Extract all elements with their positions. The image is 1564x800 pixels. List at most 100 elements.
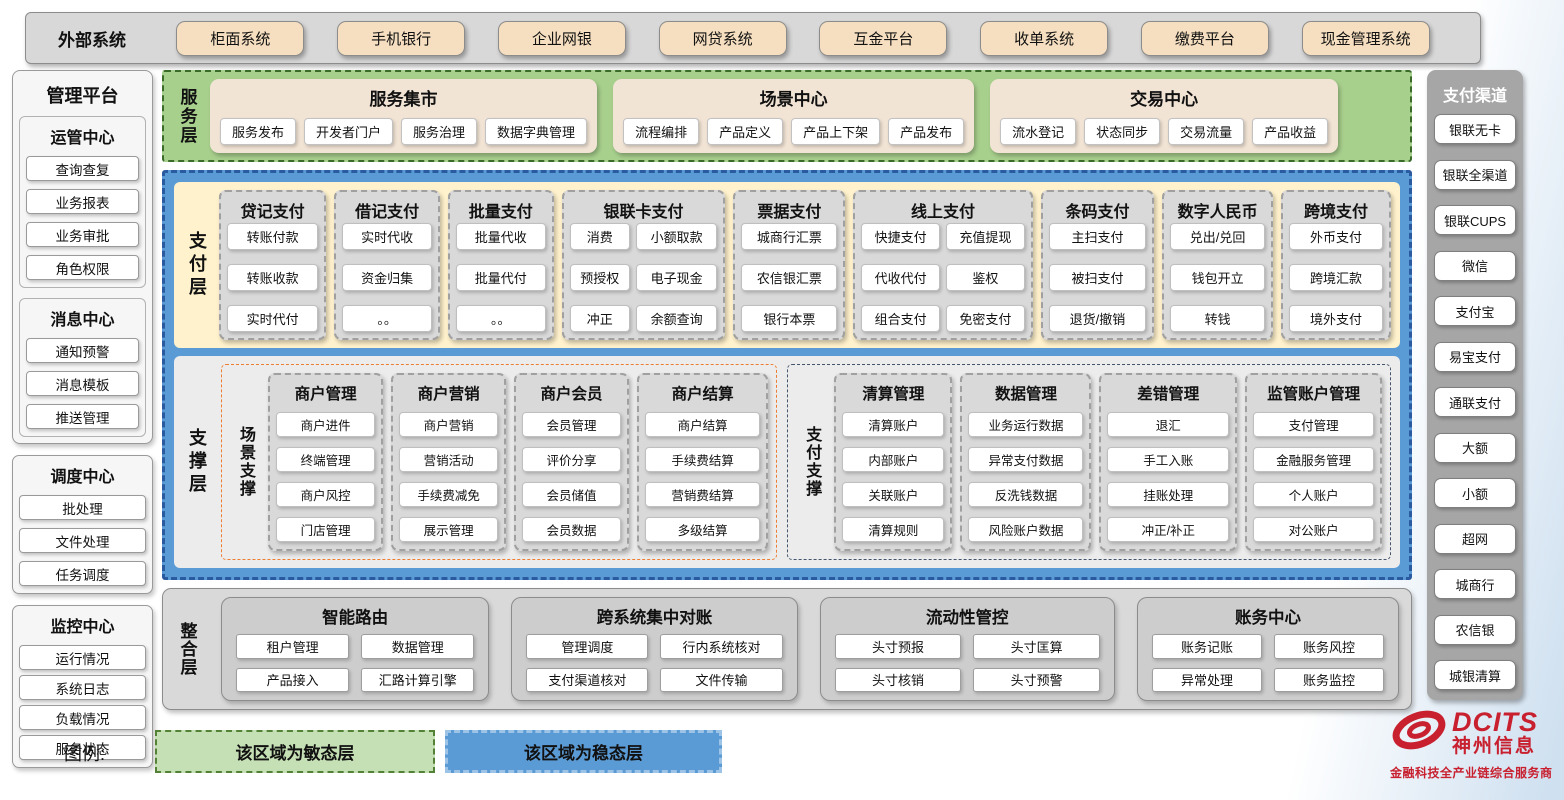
support-item: 商户风控 [276,482,376,507]
management-item: 业务审批 [26,222,139,247]
integration-item: 头寸核销 [834,667,962,692]
support-layer: 支撑层 场景支撑 商户管理 商户进件终端管理商户风控门店管理 商户营销 商户营销… [174,356,1400,568]
integration-layer: 整合层 智能路由 租户管理数据管理产品接入汇路计算引擎 跨系统集中对账 管理调度… [162,588,1412,710]
external-system-button: 收单系统 [980,20,1109,56]
main-area: 服务层 服务集市 服务发布开发者门户服务治理数据字典管理 场景中心 流程编排产品… [162,70,1412,710]
payment-item: 预授权 [569,264,630,291]
payment-item: 外币支付 [1289,223,1383,250]
payment-column-title: 跨境支付 [1303,204,1368,221]
payment-item: 。。 [455,305,546,332]
integration-item: 头寸预警 [973,667,1100,692]
payment-item: 消费 [569,223,630,250]
external-systems-items: 柜面系统手机银行企业网银网贷系统互金平台收单系统缴费平台现金管理系统 [126,20,1480,56]
payment-channel-button: 银联CUPS [1434,205,1516,235]
payment-channel-button: 易宝支付 [1434,341,1516,372]
external-systems-title: 外部系统 [58,30,126,50]
payment-item: 充值提现 [945,223,1025,250]
support-column-clearing: 清算管理 清算账户内部账户关联账户清算规则 [834,373,953,551]
support-group-label: 场景支撑 [237,426,254,498]
service-group-title: 交易中心 [1130,90,1199,109]
payment-column-title: 贷记支付 [240,204,305,221]
payment-item: 转账付款 [227,223,319,250]
support-item: 关联账户 [842,482,945,507]
dcits-swirl-icon [1390,704,1448,761]
service-item: 状态同步 [1084,118,1161,145]
management-item: 任务调度 [19,561,146,586]
payment-item: 城商行汇票 [741,223,838,250]
management-item: 运行情况 [19,645,146,670]
payment-column-title: 票据支付 [757,204,822,221]
integration-group-title: 账务中心 [1234,609,1301,627]
service-item: 服务治理 [401,118,478,145]
payment-channel-button: 小额 [1434,478,1516,508]
service-group-title: 场景中心 [759,90,828,109]
management-item: 文件处理 [19,528,146,553]
payment-column-crossborder: 跨境支付 外币支付跨境汇款境外支付 [1281,190,1391,340]
service-group-trade: 交易中心 流水登记状态同步交易流量产品收益 [990,79,1339,153]
support-column-merchant-settle: 商户结算 商户结算手续费结算营销费结算多级结算 [637,373,769,551]
management-platform-title: 管理平台 [46,86,119,106]
payment-column-online: 线上支付 快捷支付代收代付组合支付 充值提现鉴权免密支付 [853,190,1033,340]
payment-column-title: 借记支付 [355,204,420,221]
support-item: 终端管理 [276,447,376,472]
payment-layer: 支付层 贷记支付 转账付款转账收款实时代付 借记支付 实时代收资金归集。。 批量… [174,182,1400,348]
integration-group-reconciliation: 跨系统集中对账 管理调度行内系统核对支付渠道核对文件传输 [511,597,798,701]
payment-channel-button: 银联无卡 [1434,114,1516,144]
support-item: 会员储值 [521,482,622,507]
payment-item: 资金归集 [342,264,432,291]
service-group-market: 服务集市 服务发布开发者门户服务治理数据字典管理 [210,79,598,153]
payment-channels-title: 支付渠道 [1442,88,1507,105]
payment-channel-button: 微信 [1434,250,1516,281]
management-platform: 管理平台 运管中心 查询查复业务报表业务审批角色权限 消息中心 通知预警消息模板… [12,70,153,768]
external-system-button: 互金平台 [819,20,948,56]
management-item: 批处理 [19,495,146,520]
support-item: 展示管理 [399,517,498,542]
support-item: 营销活动 [399,447,498,472]
payment-column-title: 条码支付 [1065,204,1130,221]
service-layer: 服务层 服务集市 服务发布开发者门户服务治理数据字典管理 场景中心 流程编排产品… [162,70,1412,162]
management-item: 业务报表 [26,189,139,214]
support-item: 门店管理 [276,517,376,542]
payment-column-barcode: 条码支付 主扫支付被扫支付退货/撤销 [1040,190,1155,340]
support-column-title: 差错管理 [1137,386,1200,403]
payment-item: 电子现金 [635,264,718,291]
service-item: 开发者门户 [304,118,394,145]
payment-item: 实时代付 [227,305,319,332]
service-group-title: 服务集市 [369,90,438,109]
support-column-regulatory: 监管账户管理 支付管理金融服务管理个人账户对公账户 [1245,373,1382,551]
management-item: 通知预警 [26,338,139,363]
support-item: 个人账户 [1253,482,1374,507]
payment-channel-button: 银联全渠道 [1434,159,1516,190]
payment-item: 主扫支付 [1048,223,1147,250]
section-title: 监控中心 [50,619,115,636]
integration-item: 租户管理 [236,634,350,659]
management-item: 推送管理 [26,404,139,429]
support-item: 会员管理 [521,412,622,437]
integration-item: 文件传输 [660,667,783,692]
payment-column-unionpay-card: 银联卡支付 消费预授权冲正 小额取款电子现金余额查询 [561,190,726,340]
payment-item: 退货/撤销 [1048,305,1147,332]
payment-item: 转账收款 [227,264,319,291]
payment-item: 快捷支付 [861,223,940,250]
payment-item: 实时代收 [342,223,432,250]
support-item: 风险账户数据 [968,517,1084,542]
integration-group-title: 流动性管控 [926,609,1009,627]
external-system-button: 柜面系统 [176,20,305,56]
management-item: 负载情况 [19,705,146,730]
payment-channel-button: 大额 [1434,432,1516,463]
payment-column-title: 批量支付 [468,204,533,221]
legend-stable-box: 该区域为稳态层 [445,730,722,773]
service-layer-label: 服务层 [177,87,197,145]
dcits-brand: DCITS [1452,707,1538,738]
support-item: 手续费结算 [645,447,761,472]
support-item: 反洗钱数据 [968,482,1084,507]
integration-item: 支付渠道核对 [526,667,649,692]
section-title: 调度中心 [50,469,115,486]
support-column-title: 商户结算 [671,386,734,403]
payment-item: 转钱 [1170,305,1266,332]
payment-item: 。。 [342,305,432,332]
section-title: 运管中心 [50,130,115,147]
integration-item: 头寸匡算 [973,634,1100,659]
support-column-error: 差错管理 退汇手工入账挂账处理冲正/补正 [1099,373,1238,551]
payment-channel-button: 超网 [1434,523,1516,554]
